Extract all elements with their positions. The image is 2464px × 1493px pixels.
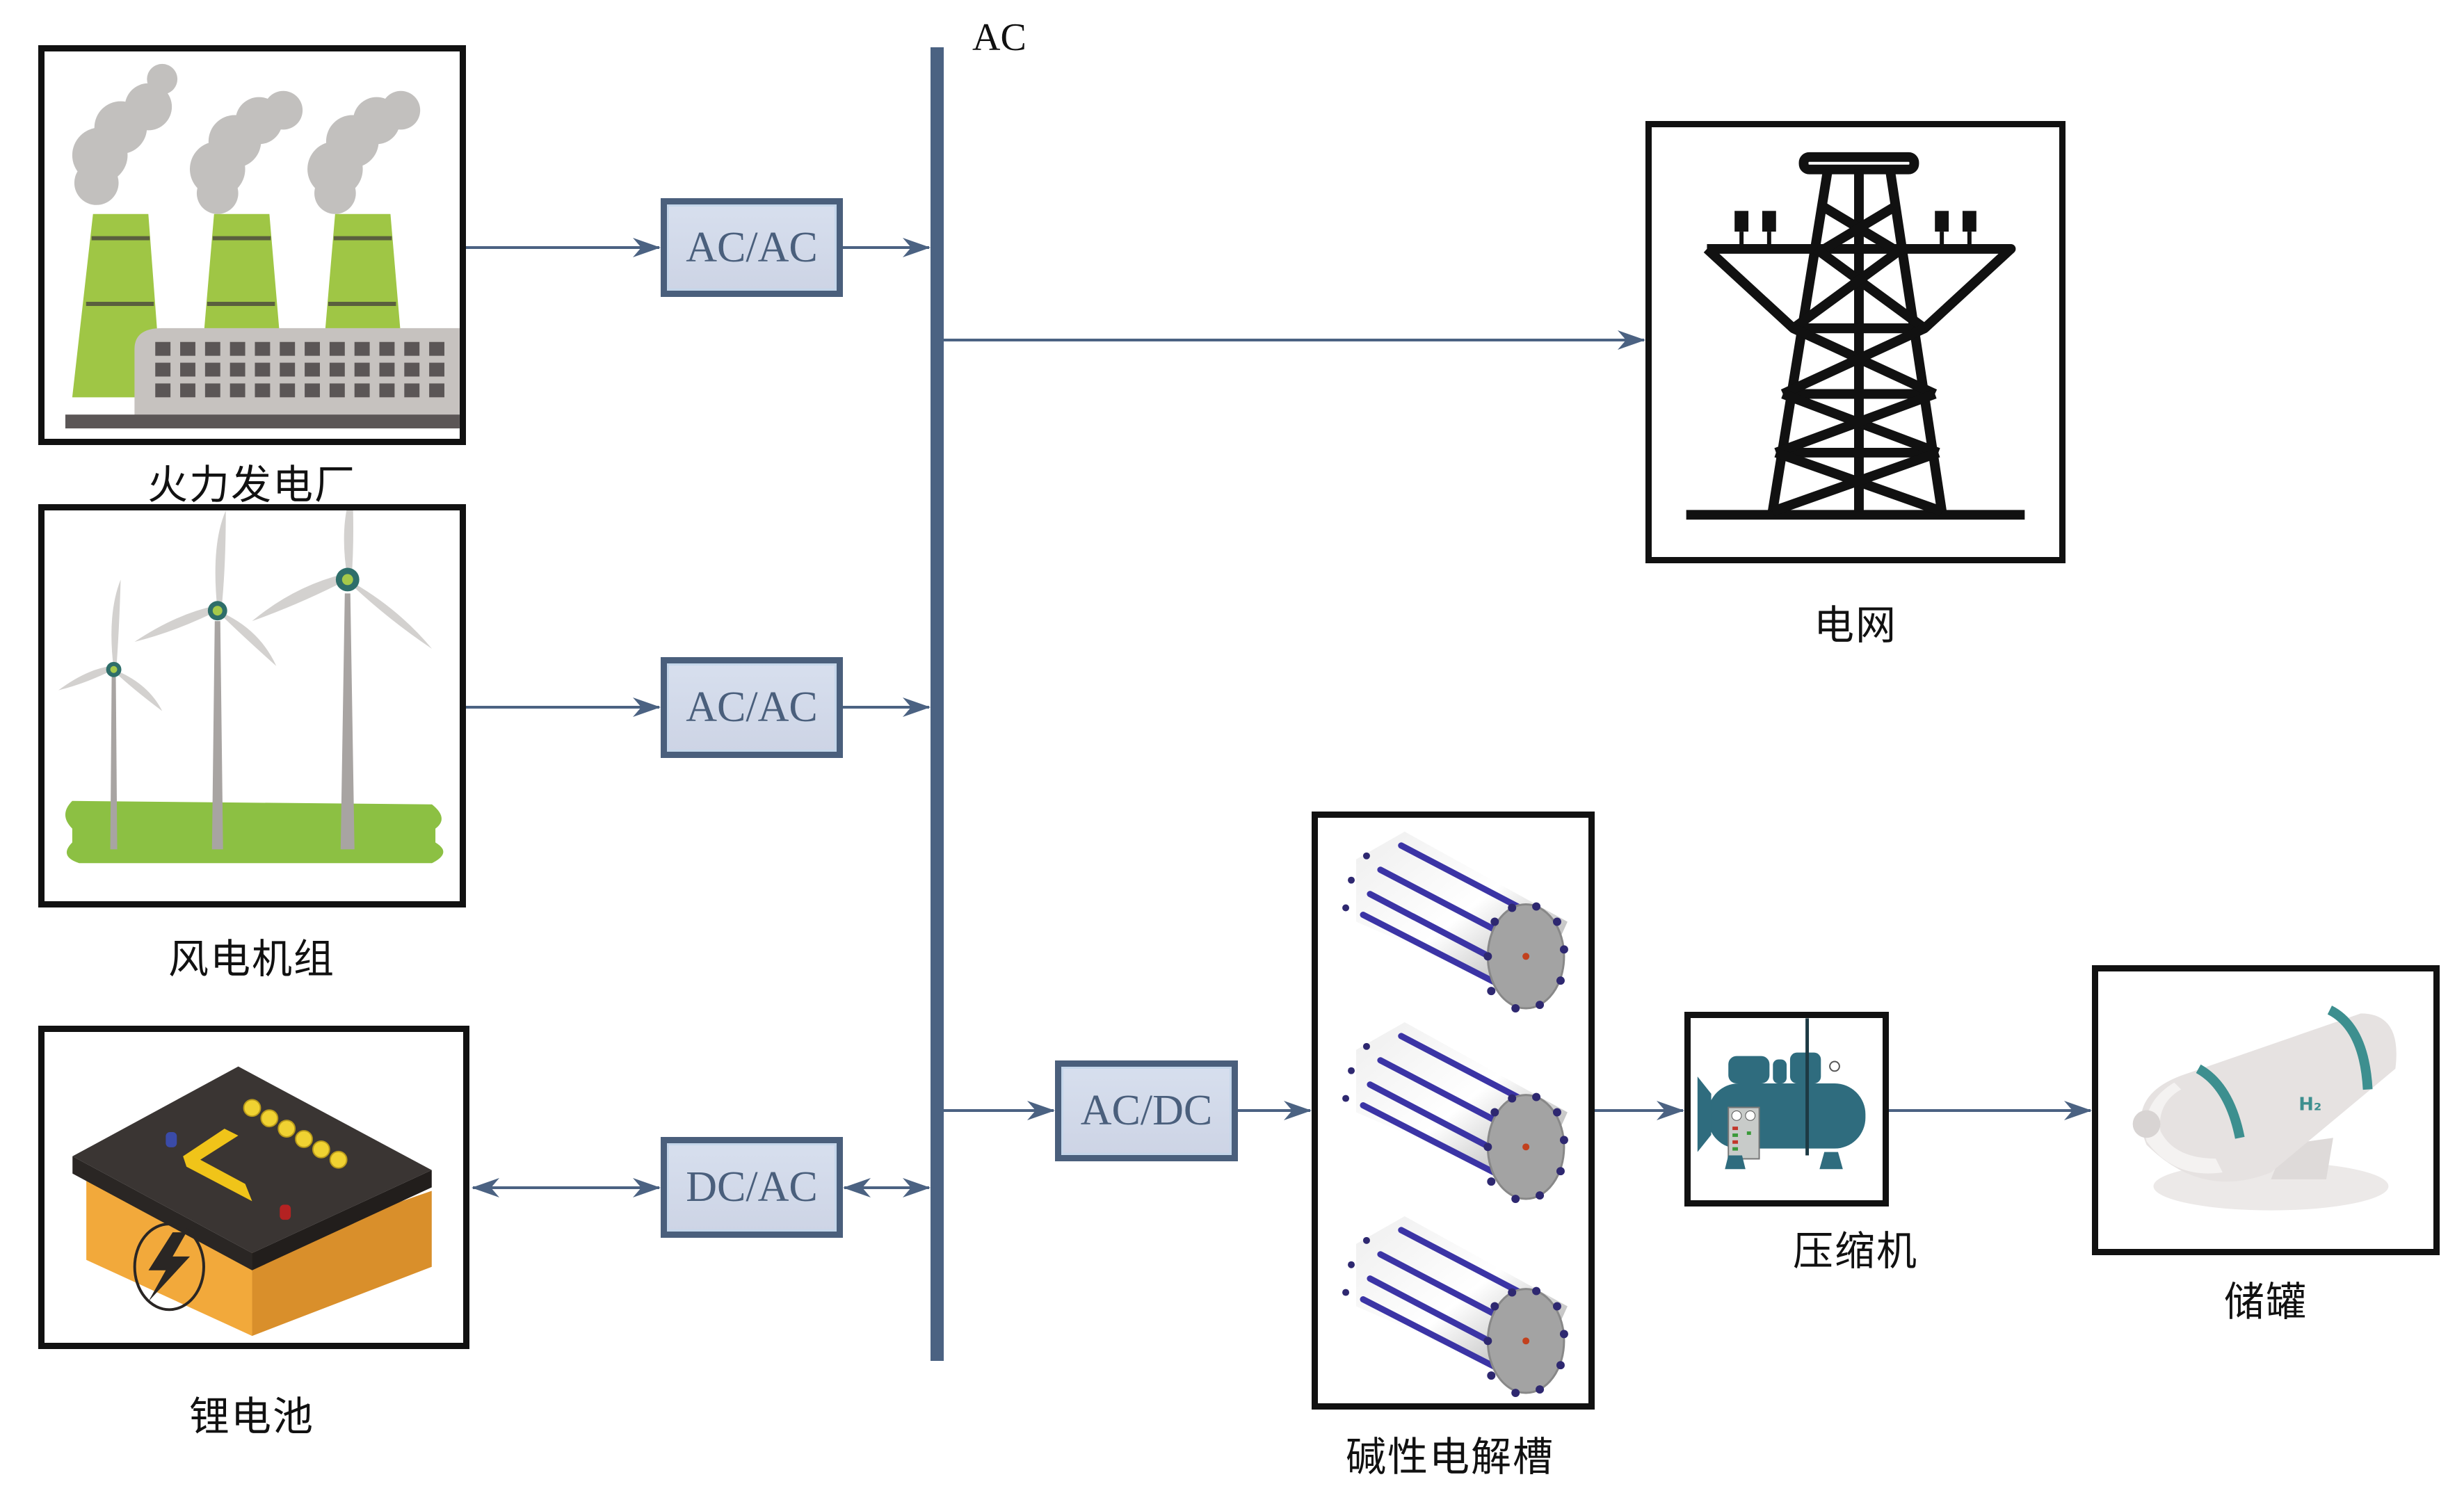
factory-window [204,362,220,377]
grid-label: 电网 [1813,602,1898,649]
factory-window [180,341,195,356]
factory-window [354,383,370,398]
compressor-label: 压缩机 [1792,1227,1919,1275]
thermal-plant-box[interactable] [38,45,466,445]
factory-window [429,383,445,398]
factory-window [329,362,345,377]
wind-turbine-icon [58,510,444,864]
factory-window [230,341,245,356]
factory-window [404,341,420,356]
electrolyzer-label: 碱性电解槽 [1345,1433,1555,1480]
factory-window [429,341,445,356]
ac-bus-bar [931,47,944,1361]
factory-window [429,362,445,377]
converter-wind-ac-ac[interactable]: AC/AC [661,657,843,758]
transmission-tower-icon [1686,152,2025,520]
battery-icon [72,1066,432,1337]
converter-thermal-ac-ac[interactable]: AC/AC [661,198,843,297]
factory-window [404,383,420,398]
factory-window [379,341,395,356]
grid-box[interactable] [1645,121,2066,563]
factory-window [329,341,345,356]
tank-h2-marking: H₂ [2298,1095,2321,1115]
factory-window [180,362,195,377]
converter-battery-dc-ac[interactable]: DC/AC [661,1137,843,1238]
factory-window [305,341,320,356]
factory-window [230,362,245,377]
ac-bus-label: AC [972,16,1026,59]
compressor-icon [1697,1018,1866,1170]
compressor-box[interactable] [1684,1012,1889,1206]
hydrogen-tank-icon: H₂ [2132,1006,2397,1211]
factory-window [280,341,296,356]
factory-window [155,362,171,377]
alkaline-electrolyzer-icon [1318,831,1588,1403]
factory-window [155,341,171,356]
thermal-plant-label: 火力发电厂 [147,461,357,508]
converter-electrolyzer-ac-dc[interactable]: AC/DC [1055,1060,1238,1161]
factory-window [305,362,320,377]
storage-tank-box[interactable]: H₂ [2092,965,2440,1255]
factory-window [329,383,345,398]
factory-window [204,383,220,398]
battery-box[interactable] [38,1026,469,1349]
wind-turbines-box[interactable] [38,504,466,907]
factory-window [379,362,395,377]
factory-window [379,383,395,398]
factory-window [255,362,271,377]
factory-window [255,383,271,398]
factory-window [404,362,420,377]
factory-window [255,341,271,356]
factory-window [155,383,171,398]
factory-window [230,383,245,398]
storage-tank-label: 储罐 [2223,1278,2308,1325]
factory-window [204,341,220,356]
factory-window [305,383,320,398]
electrolyzer-box[interactable] [1312,812,1595,1410]
wind-turbines-label: 风电机组 [168,935,336,983]
factory-window [354,341,370,356]
factory-window [180,383,195,398]
battery-label: 锂电池 [188,1393,315,1440]
factory-window [354,362,370,377]
factory-window [280,362,296,377]
thermal-power-plant-icon [65,63,460,429]
factory-window [280,383,296,398]
